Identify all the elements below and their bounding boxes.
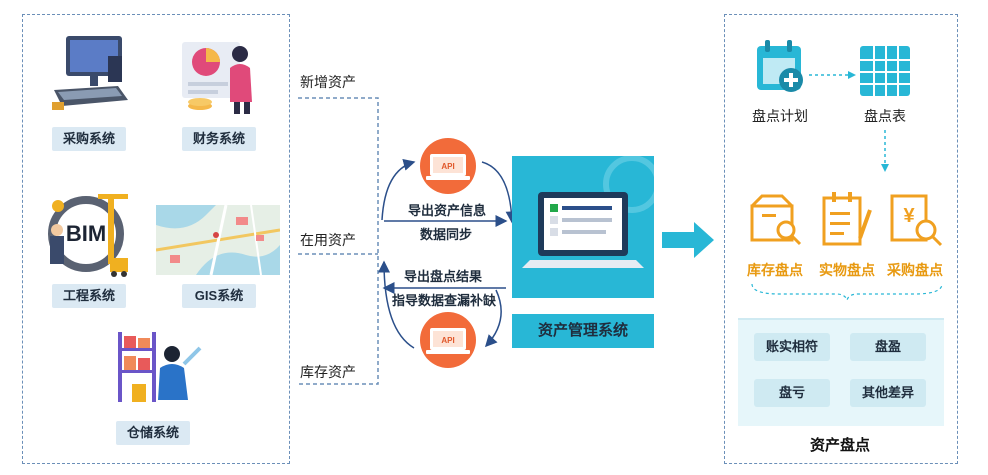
calendar-plus-icon [757,40,803,92]
source-systems-panel [22,14,290,464]
api-top-icon: API [420,138,476,194]
finance-system-label: 财务系统 [182,127,256,151]
gis-system-label: GIS系统 [182,284,256,308]
result-loss-chip: 盘亏 [754,379,830,407]
asset-system-name: 资产管理系统 [512,314,654,348]
grid-table-icon [860,46,910,96]
export-asset-info-text: 导出资产信息 [408,203,487,218]
warehouse-system-label: 仓储系统 [116,421,190,445]
inventory-plan-label: 盘点计划 [752,108,808,124]
physical-list-icon [822,192,872,246]
data-sync-text: 数据同步 [420,227,473,242]
result-surplus-chip: 盘盈 [850,333,926,361]
api-bottom-text: API [441,336,454,345]
asset-system-screen [512,155,661,298]
bim-text: BIM [66,221,106,246]
api-bottom-icon: API [420,312,476,368]
new-assets-label: 新增资产 [300,74,356,90]
export-result-text: 导出盘点结果 [404,269,483,284]
asset-inventory-title: 资产盘点 [809,437,870,454]
in-use-assets-label: 在用资产 [300,232,356,248]
finance-illustration [182,42,252,114]
purchase-check-label: 采购盘点 [887,262,943,278]
engineering-system-label: 工程系统 [52,284,126,308]
stock-search-icon [750,194,802,246]
stock-assets-label: 库存资产 [300,364,356,380]
api-top-text: API [441,162,454,171]
svg-text:¥: ¥ [903,205,915,227]
warehouse-illustration [118,332,202,402]
result-other-chip: 其他差异 [850,379,926,407]
laptop-checklist-icon [522,155,661,268]
asset-inventory-panel [724,14,958,464]
stock-check-label: 库存盘点 [747,262,803,278]
guide-fill-text: 指导数据查漏补缺 [392,293,497,308]
purchase-system-label: 采购系统 [52,127,126,151]
purchase-illustration [52,36,128,110]
physical-check-label: 实物盘点 [819,262,875,278]
purchase-yen-icon: ¥ [890,194,943,247]
inventory-table-label: 盘点表 [864,108,906,124]
gis-map-illustration [156,205,280,275]
result-match-chip: 账实相符 [754,333,830,361]
engineering-illustration: BIM [48,194,128,277]
